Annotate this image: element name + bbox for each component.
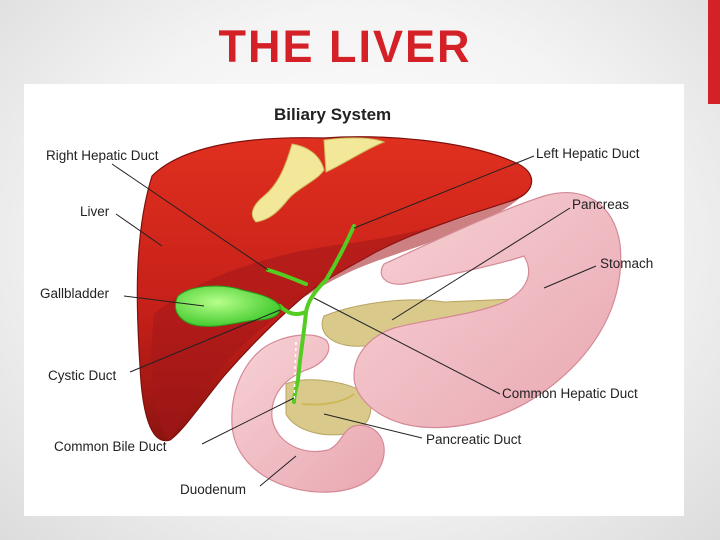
label-liver: Liver bbox=[80, 204, 110, 219]
pancreas-head bbox=[285, 379, 372, 436]
figure-title: Biliary System bbox=[274, 105, 391, 124]
label-left-hepatic-duct: Left Hepatic Duct bbox=[536, 146, 640, 161]
label-common-hepatic-duct: Common Hepatic Duct bbox=[502, 386, 638, 401]
label-cystic-duct: Cystic Duct bbox=[48, 368, 117, 383]
label-pancreatic-duct: Pancreatic Duct bbox=[426, 432, 522, 447]
label-common-bile-duct: Common Bile Duct bbox=[54, 439, 167, 454]
common-hepatic-duct-shape bbox=[304, 278, 328, 314]
leader-gallbladder bbox=[123, 295, 205, 307]
left-hepatic-duct-shape bbox=[324, 224, 356, 282]
leader-duodenum bbox=[259, 455, 297, 487]
right-hepatic-duct-shape bbox=[266, 268, 308, 286]
leader-pancreas bbox=[391, 207, 571, 321]
common-bile-duct-shape bbox=[292, 310, 308, 404]
leader-right-hepatic-duct bbox=[111, 163, 269, 271]
leader-pancreatic-duct bbox=[323, 413, 423, 439]
accent-bar bbox=[708, 0, 720, 104]
label-duodenum: Duodenum bbox=[180, 482, 246, 497]
leader-common-bile-duct bbox=[201, 397, 295, 445]
duodenum-shape bbox=[231, 334, 385, 493]
falciform-fat bbox=[251, 143, 325, 223]
pancreatic-duct-shape bbox=[301, 393, 355, 406]
anatomy-diagram: Biliary System Right Hepatic Duct Liver … bbox=[40, 105, 653, 497]
leader-lines bbox=[111, 155, 597, 487]
label-stomach: Stomach bbox=[600, 256, 653, 271]
leader-left-hepatic-duct bbox=[353, 155, 535, 229]
slide-title: THE LIVER bbox=[218, 21, 472, 72]
leader-common-hepatic-duct bbox=[313, 297, 501, 395]
leader-cystic-duct bbox=[129, 309, 281, 373]
label-right-hepatic-duct: Right Hepatic Duct bbox=[46, 148, 159, 163]
leader-stomach bbox=[543, 265, 597, 289]
hepatic-fat bbox=[323, 137, 386, 173]
gallbladder-shape bbox=[175, 285, 281, 327]
common-bile-duct-hidden bbox=[293, 341, 297, 403]
leader-liver bbox=[115, 213, 163, 247]
label-gallbladder: Gallbladder bbox=[40, 286, 110, 301]
biliary-system-figure: Biliary System Right Hepatic Duct Liver … bbox=[24, 84, 684, 516]
label-pancreas: Pancreas bbox=[572, 197, 629, 212]
stomach-shape bbox=[353, 191, 622, 429]
cystic-duct-shape bbox=[278, 304, 308, 316]
